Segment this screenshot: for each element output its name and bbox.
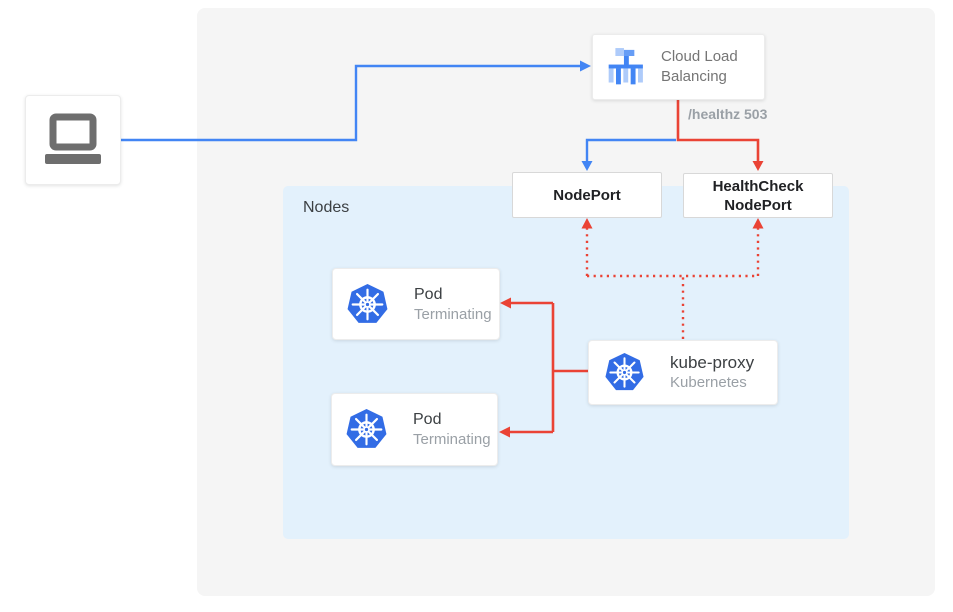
kubernetes-icon [347, 283, 388, 323]
pod1-title: Pod [414, 285, 443, 303]
clb-label: Cloud Load Balancing [661, 48, 738, 85]
cloud-load-balancing-card: Cloud Load Balancing [592, 34, 765, 100]
pod1-status: Terminating [414, 305, 492, 323]
kube-proxy-card: kube-proxy Kubernetes [588, 340, 778, 405]
healthcheck-nodeport-line1: HealthCheck [712, 177, 804, 195]
nodeport-card: NodePort [512, 172, 662, 218]
pod2-labels: Pod Terminating [413, 409, 491, 450]
pod-terminating-card-1: Pod Terminating [332, 268, 500, 340]
pod1-labels: Pod Terminating [414, 284, 492, 325]
healthcheck-nodeport-card: HealthCheck NodePort [683, 173, 833, 218]
healthcheck-nodeport-line2: NodePort [724, 196, 792, 214]
nodes-label: Nodes [303, 199, 350, 216]
pod2-status: Terminating [413, 431, 491, 448]
kube-proxy-labels: kube-proxy Kubernetes [670, 352, 754, 393]
healthz-503-label: /healthz 503 [688, 106, 768, 122]
kubernetes-icon [605, 352, 644, 391]
pod2-title: Pod [413, 411, 442, 428]
laptop-icon [45, 113, 101, 164]
kubernetes-icon [346, 409, 387, 448]
cloud-load-balancing-icon [608, 48, 643, 85]
pod-terminating-card-2: Pod Terminating [331, 393, 498, 466]
client-card [25, 95, 121, 185]
nodeport-label: NodePort [553, 186, 621, 204]
kube-proxy-title: kube-proxy [670, 353, 755, 372]
kube-proxy-subtitle: Kubernetes [670, 374, 747, 391]
